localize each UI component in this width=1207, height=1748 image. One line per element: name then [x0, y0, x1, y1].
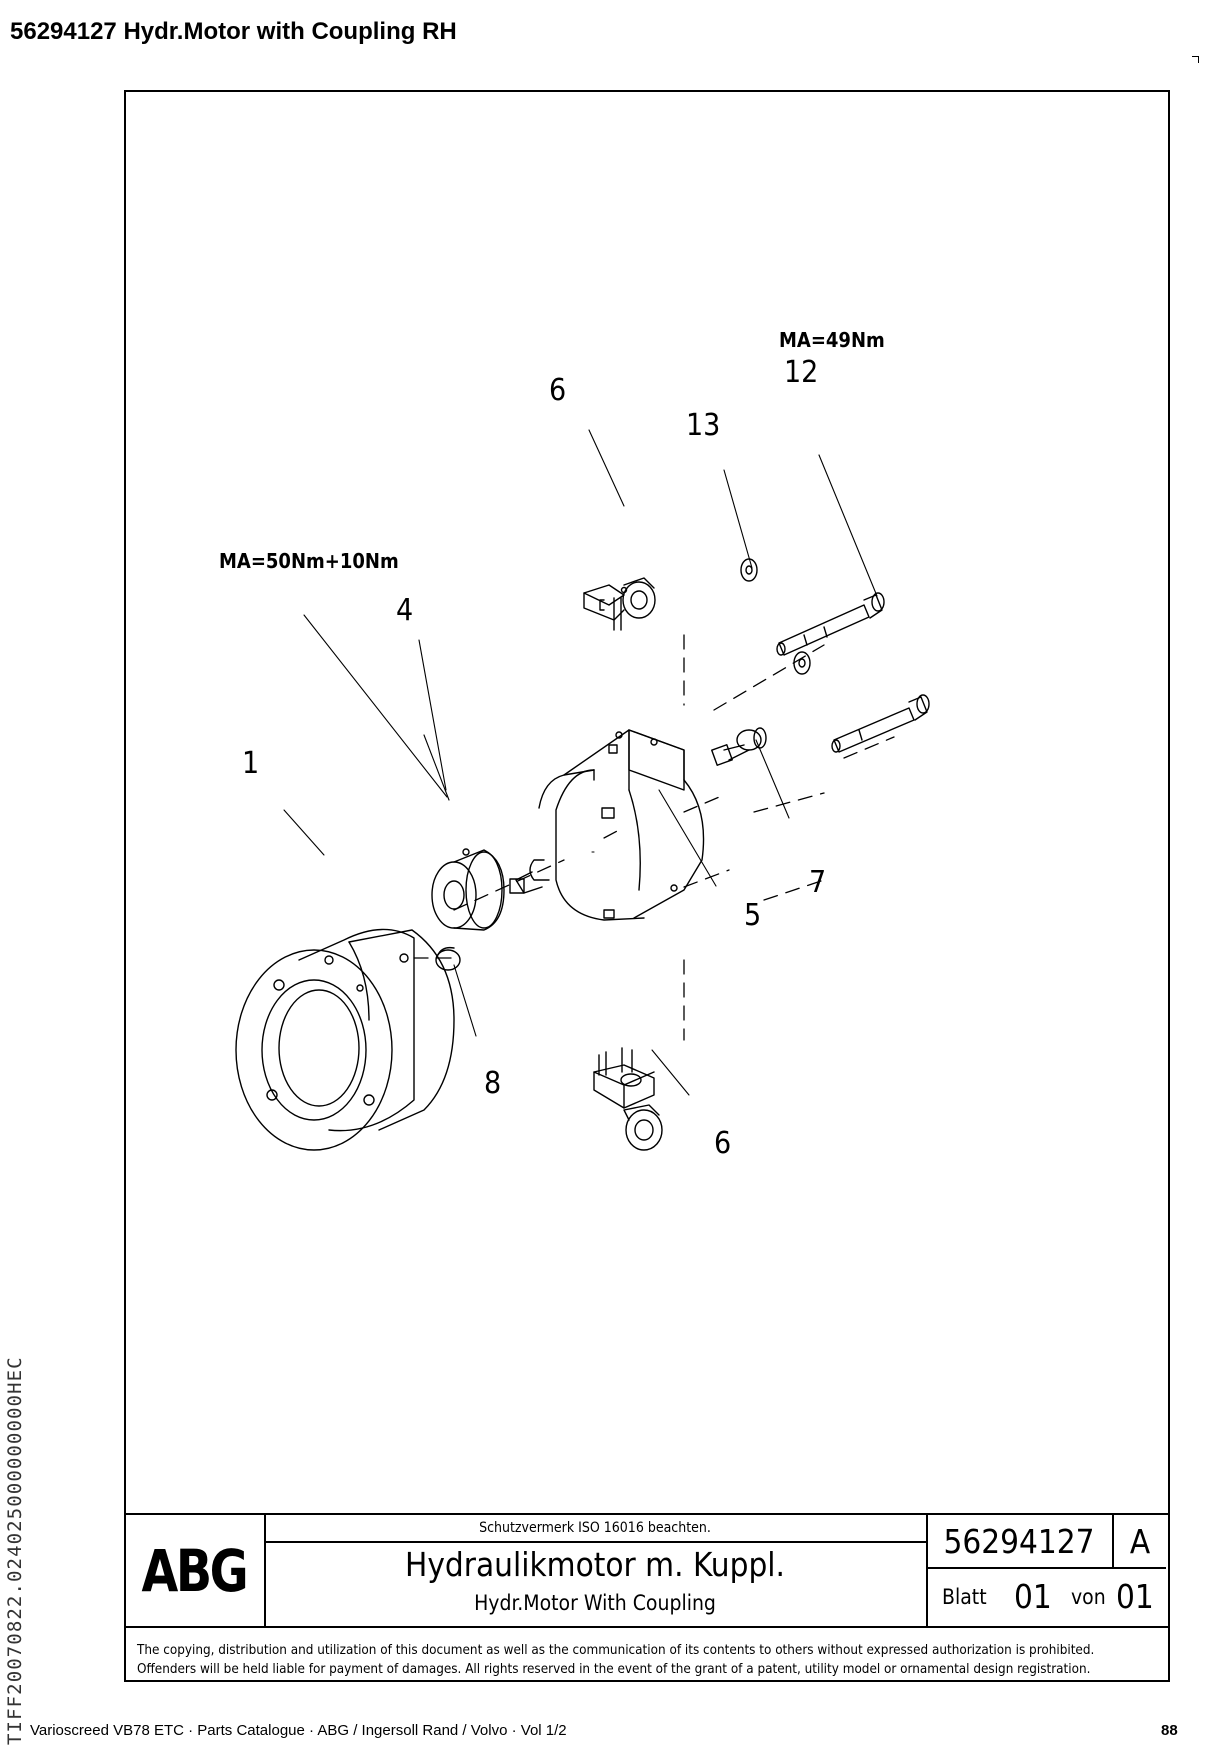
callout-8: 8 — [484, 1066, 501, 1101]
title-cell: Schutzvermerk ISO 16016 beachten. Hydrau… — [264, 1515, 928, 1626]
drawing-number: 56294127 — [926, 1515, 1114, 1569]
washer-upper — [740, 558, 758, 582]
title-block: ABG Schutzvermerk ISO 16016 beachten. Hy… — [124, 1513, 1170, 1628]
washer-lower — [793, 651, 811, 675]
footer-page-number: 88 — [1161, 1722, 1178, 1739]
callout-7: 7 — [809, 865, 826, 900]
coupling-hub — [431, 848, 505, 931]
callout-4: 4 — [396, 593, 413, 628]
callout-6-upper: 6 — [549, 373, 566, 408]
short-bolt — [831, 694, 930, 753]
torque-note-lower: MA=50Nm+10Nm — [219, 549, 399, 573]
revision-letter: A — [1114, 1515, 1166, 1569]
corner-mark — [1192, 56, 1199, 63]
sheet-number: 01 — [1014, 1577, 1052, 1616]
set-screw-plug — [435, 946, 461, 971]
page-title: 56294127 Hydr.Motor with Coupling RH — [10, 18, 457, 45]
hydraulic-motor — [509, 729, 705, 921]
elbow-fitting — [711, 727, 767, 766]
drawing-frame — [124, 90, 1170, 1682]
lower-fitting-block — [593, 1047, 663, 1151]
logo-cell: ABG — [124, 1515, 266, 1626]
leader-lines — [283, 429, 878, 1096]
title-german: Hydraulikmotor m. Kuppl. — [405, 1545, 785, 1584]
sheet-row: Blatt 01 von 01 — [926, 1569, 1166, 1626]
callout-labels: MA=49Nm MA=50Nm+10Nm 12 6 13 4 1 7 5 8 6 — [219, 328, 885, 1161]
callout-5: 5 — [744, 898, 761, 933]
of-label: von — [1071, 1585, 1106, 1609]
abg-logo: ABG — [141, 1536, 249, 1605]
footer-catalogue-info: Varioscreed VB78 ETC · Parts Catalogue ·… — [30, 1722, 567, 1739]
callout-12: 12 — [784, 355, 818, 390]
callout-6-lower: 6 — [714, 1126, 731, 1161]
side-text: TIFF20070822.024025000000000HEC — [4, 1356, 26, 1745]
callout-13: 13 — [686, 408, 720, 443]
assembly-axes — [413, 634, 895, 1041]
exploded-view-drawing: MA=49Nm MA=50Nm+10Nm 12 6 13 4 1 7 5 8 6 — [219, 328, 930, 1161]
protection-note: Schutzvermerk ISO 16016 beachten. — [264, 1515, 926, 1543]
upper-fitting-block — [583, 577, 656, 631]
drawing-info-cell: 56294127 A Blatt 01 von 01 — [926, 1515, 1166, 1626]
sheet-label: Blatt — [942, 1585, 987, 1609]
torque-note-upper: MA=49Nm — [779, 328, 885, 352]
copyright-notice: The copying, distribution and utilizatio… — [137, 1643, 1095, 1677]
title-english: Hydr.Motor With Coupling — [474, 1591, 716, 1615]
long-bolt — [776, 592, 885, 656]
callout-1: 1 — [242, 746, 259, 781]
coupling-flange — [235, 928, 455, 1151]
sheet-total: 01 — [1116, 1577, 1154, 1616]
